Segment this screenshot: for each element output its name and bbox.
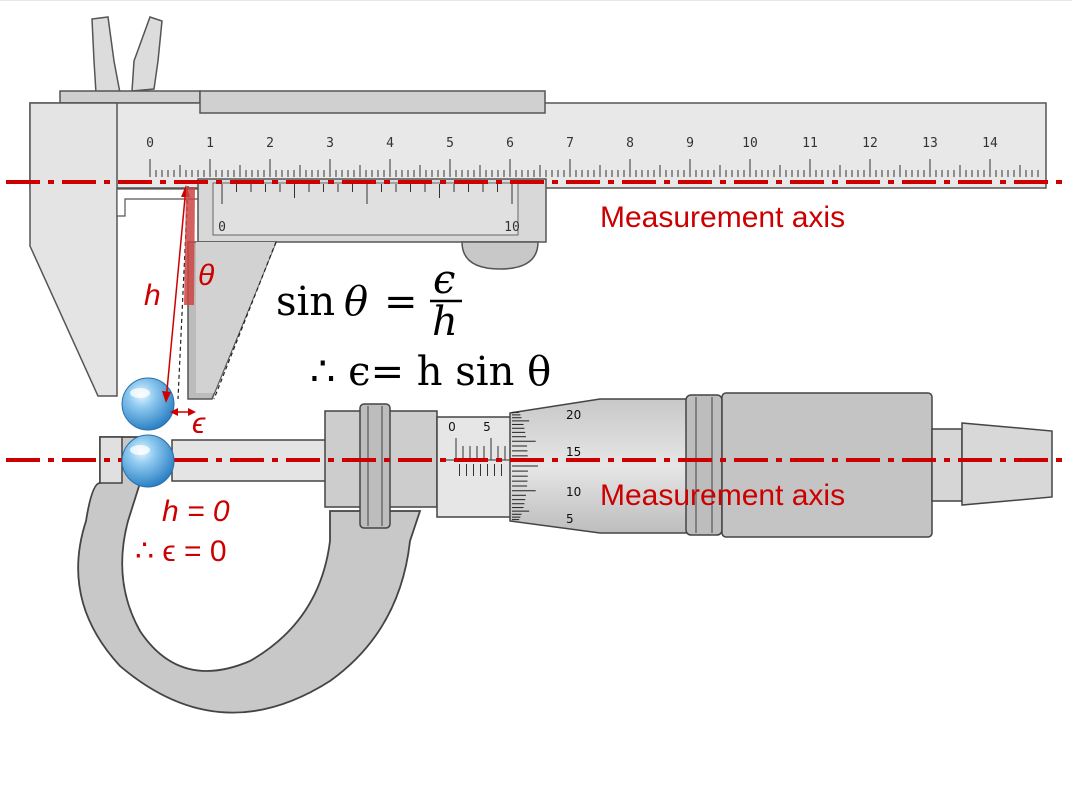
h-zero-label: h = 0: [162, 495, 230, 528]
micrometer-lock-nut: [359, 403, 391, 529]
h-arrow: [165, 186, 187, 402]
main-scale-number: 2: [266, 136, 274, 151]
main-scale-number: 14: [982, 136, 998, 151]
thimble-scale-ticks: [512, 411, 538, 521]
angle-wedge-icon: [184, 187, 195, 305]
vernier-scale-numbers: 0 10: [218, 220, 520, 235]
thimble-scale-numbers: 20 15 10 5: [566, 408, 581, 526]
thimble-scale-number: 5: [566, 512, 574, 526]
caliper-top-step: [59, 90, 201, 104]
sleeve-scale-ticks: [442, 438, 515, 476]
main-scale-number: 6: [506, 136, 514, 151]
caliper-inside-jaw-fixed: [91, 16, 121, 94]
caliper-inside-jaw-sliding: [131, 16, 163, 92]
vernier-scale-number: 10: [504, 220, 520, 235]
main-scale-number: 8: [626, 136, 634, 151]
epsilon-label: ϵ: [192, 407, 206, 440]
caliper-thumb-wheel: [461, 241, 539, 270]
equation-equals: =: [384, 279, 418, 325]
micrometer-ratchet-knob: [961, 422, 1053, 506]
caliper-depth-strip: [199, 90, 546, 114]
sphere-icon: [121, 377, 175, 431]
h-label: h: [144, 279, 161, 312]
measurement-axis-label-top: Measurement axis: [600, 201, 845, 234]
caliper-sliding-jaw-highlight: [196, 242, 276, 393]
main-scale-number: 13: [922, 136, 938, 151]
micrometer-ratchet-stop: [931, 428, 963, 502]
micrometer-frame: [77, 436, 422, 714]
equation-sin-theta: sin θ = ϵ h: [276, 257, 462, 345]
vernier-scale-ticks: [221, 184, 513, 204]
main-scale-number: 3: [326, 136, 334, 151]
equation-therefore: ∴ ϵ= h sin θ: [310, 349, 551, 395]
main-scale-ticks: [149, 159, 1039, 177]
caliper-fixed-jaw: [29, 102, 118, 397]
micrometer-ratchet-body: [721, 392, 933, 538]
main-scale-number: 9: [686, 136, 694, 151]
thimble-scale-number: 15: [566, 445, 581, 459]
caliper-main-beam: [29, 102, 1047, 189]
thimble-scale-number: 20: [566, 408, 581, 422]
epsilon-zero-label: ∴ ϵ = 0: [135, 535, 227, 568]
main-scale-number: 5: [446, 136, 454, 151]
main-scale-number: 7: [566, 136, 574, 151]
jaw-dashed-edge: [213, 241, 277, 400]
thimble-scale-number: 10: [566, 485, 581, 499]
sphere-icon: [121, 434, 175, 488]
sleeve-scale-number: 5: [483, 420, 491, 434]
caliper-vernier-plate: [212, 182, 519, 236]
main-scale-number: 10: [742, 136, 758, 151]
equation-denominator: h: [432, 299, 458, 345]
main-scale-number: 1: [206, 136, 214, 151]
sleeve-scale-number: 0: [448, 420, 456, 434]
equation-numerator: ϵ: [433, 257, 455, 303]
main-scale-number: 0: [146, 136, 154, 151]
equation-theta: θ: [344, 279, 368, 325]
micrometer-ratchet-collar: [685, 394, 723, 536]
measurement-axis-label-bottom: Measurement axis: [600, 479, 845, 512]
micrometer-sleeve: [436, 416, 518, 518]
theta-label: θ: [198, 259, 215, 292]
main-scale-number: 12: [862, 136, 878, 151]
main-scale-number: 4: [386, 136, 394, 151]
equation-sin: sin: [276, 279, 335, 325]
vernier-scale-number: 0: [218, 220, 226, 235]
main-scale-number: 11: [802, 136, 818, 151]
